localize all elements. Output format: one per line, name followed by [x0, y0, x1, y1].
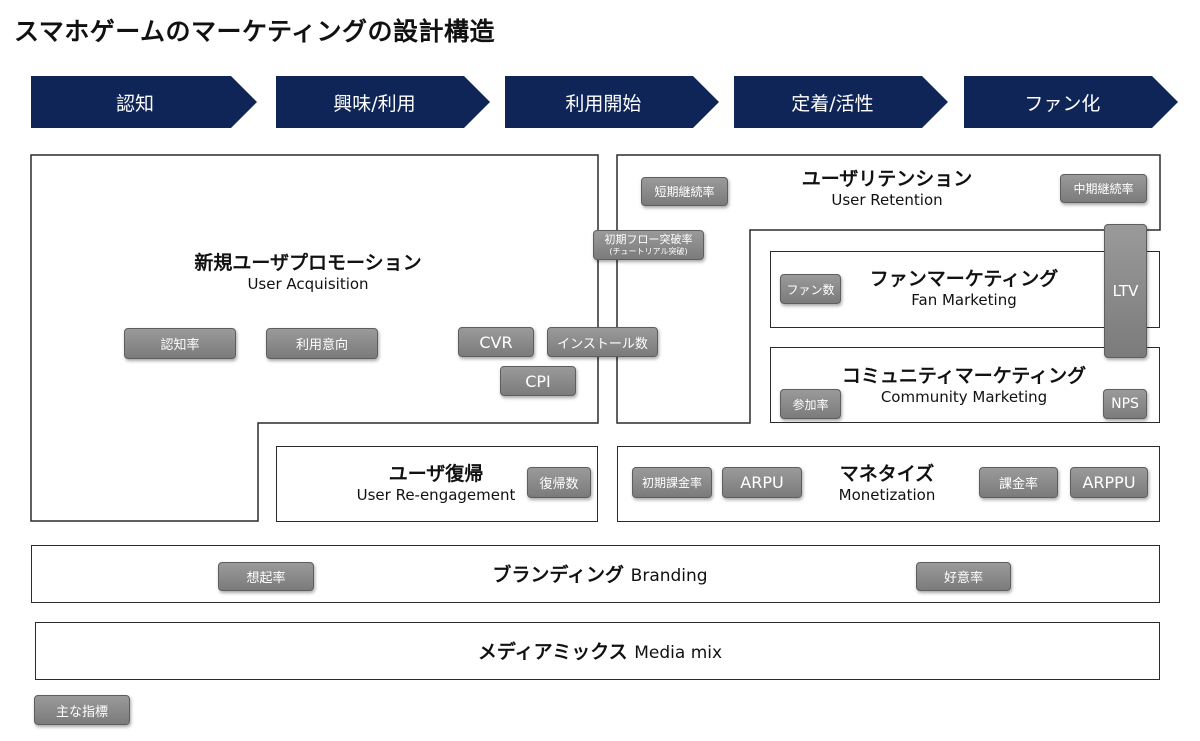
stage-interest: 興味/利用 [276, 76, 490, 128]
section-title: ファンマーケティング [869, 268, 1059, 290]
stage-arrow-shape [31, 76, 257, 128]
section-title: 新規ユーザプロモーション [194, 252, 422, 274]
metric-nps: NPS [1103, 389, 1147, 419]
metric-usage-intent: 利用意向 [266, 328, 378, 359]
section-subtitle: User Acquisition [247, 275, 369, 293]
media-mix-box [35, 622, 1160, 680]
stage-arrow-shape [505, 76, 719, 128]
metric-arpu: ARPU [722, 467, 802, 498]
metric-awareness-rate: 認知率 [124, 328, 236, 359]
stage-label: 認知 [115, 92, 154, 115]
section-subtitle: User Retention [831, 191, 943, 209]
metric-initial-flow: 初期フロー突破率 (チュートリアル突破) [593, 230, 704, 260]
metric-billing-rate: 課金率 [979, 467, 1058, 498]
metric-short-term-retention: 短期継続率 [641, 177, 728, 206]
section-title: ユーザリテンション [801, 168, 973, 190]
stage-awareness: 認知 [31, 76, 257, 128]
metric-favorability: 好意率 [916, 562, 1011, 591]
fan-marketing-box [770, 251, 1160, 328]
metric-cvr: CVR [458, 327, 534, 357]
metric-recall-rate: 想起率 [218, 562, 314, 591]
branding-heading: ブランディング Branding [430, 560, 770, 587]
page-title: スマホゲームのマーケティングの設計構造 [14, 17, 496, 46]
section-title: ブランディング [492, 564, 625, 586]
legend-key-metrics: 主な指標 [34, 695, 130, 725]
stage-label: 定着/活性 [791, 92, 874, 115]
reengagement-heading: ユーザ復帰 User Re-engagement [336, 459, 536, 504]
section-title: メディアミックス [477, 641, 628, 663]
metric-fans: ファン数 [780, 274, 841, 304]
stage-fan: ファン化 [964, 76, 1178, 128]
section-subtitle: Monetization [838, 486, 936, 504]
metric-participation-rate: 参加率 [780, 389, 841, 419]
section-title: マネタイズ [839, 463, 935, 485]
stage-arrow-shape [276, 76, 490, 128]
acquisition-heading: 新規ユーザプロモーション User Acquisition [148, 248, 468, 293]
section-title: ユーザ復帰 [388, 463, 484, 485]
section-subtitle: Fan Marketing [911, 291, 1017, 309]
community-heading: コミュニティマーケティング Community Marketing [814, 361, 1114, 406]
section-title: コミュニティマーケティング [841, 365, 1087, 387]
monetization-heading: マネタイズ Monetization [812, 459, 962, 504]
metric-return-count: 復帰数 [527, 467, 591, 498]
stage-start: 利用開始 [505, 76, 719, 128]
metric-installs: インストール数 [547, 327, 658, 357]
section-subtitle: Branding [630, 566, 708, 586]
metric-cpi: CPI [500, 366, 576, 396]
stage-arrow-shape [964, 76, 1178, 128]
monetization-box [617, 446, 1160, 522]
section-subtitle: Community Marketing [880, 388, 1048, 406]
metric-initial-flow-note: (チュートリアル突破) [609, 246, 688, 256]
stage-label: ファン化 [1024, 92, 1101, 115]
stage-retention: 定着/活性 [734, 76, 948, 128]
section-subtitle: User Re-engagement [356, 486, 516, 504]
acquisition-outline [30, 154, 599, 522]
metric-initial-billing-rate: 初期課金率 [632, 467, 712, 498]
fan-heading: ファンマーケティング Fan Marketing [834, 264, 1094, 309]
media-mix-heading: メディアミックス Media mix [420, 637, 780, 664]
stage-label: 興味/利用 [333, 92, 416, 115]
section-subtitle: Media mix [634, 643, 723, 663]
metric-ltv: LTV [1104, 224, 1147, 358]
retention-heading: ユーザリテンション User Retention [737, 164, 1037, 209]
metric-initial-flow-label: 初期フロー突破率 [604, 233, 693, 247]
metric-arppu: ARPPU [1070, 467, 1148, 498]
stage-arrow-shape [734, 76, 948, 128]
metric-mid-term-retention: 中期継続率 [1060, 174, 1147, 203]
retention-outline [616, 154, 1161, 424]
stage-label: 利用開始 [565, 92, 642, 115]
